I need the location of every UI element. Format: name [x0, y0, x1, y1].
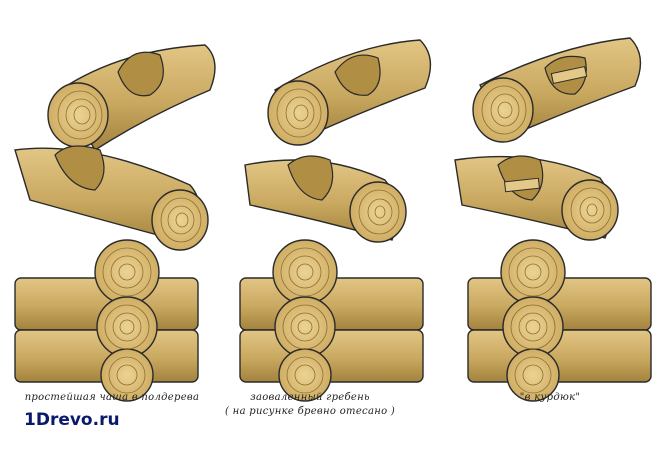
- caption-round-groove-note: ( на рисунке бревно отесано ): [225, 406, 396, 417]
- wall-round-groove: [239, 239, 424, 402]
- log-top-upper: [47, 44, 216, 151]
- joint-round-groove: [239, 39, 432, 402]
- site-logo[interactable]: 1Drevo.ru: [24, 410, 120, 430]
- joint-half-log-cup: [14, 44, 216, 402]
- caption-round-groove: заоваленный гребень: [250, 392, 370, 403]
- log-right-upper: [472, 37, 642, 143]
- caption-kurdyuk: "в курдюк": [519, 392, 581, 403]
- log-middle-lower: [244, 155, 407, 243]
- wall-kurdyuk: [467, 239, 652, 402]
- log-right-lower: [454, 155, 619, 241]
- log-top-lower: [14, 145, 209, 251]
- joint-kurdyuk: [454, 37, 652, 402]
- log-middle-upper: [267, 39, 432, 146]
- caption-half-log-cup: простейшая чаша в полдерева: [24, 392, 200, 403]
- wall-half-log-cup: [14, 239, 199, 402]
